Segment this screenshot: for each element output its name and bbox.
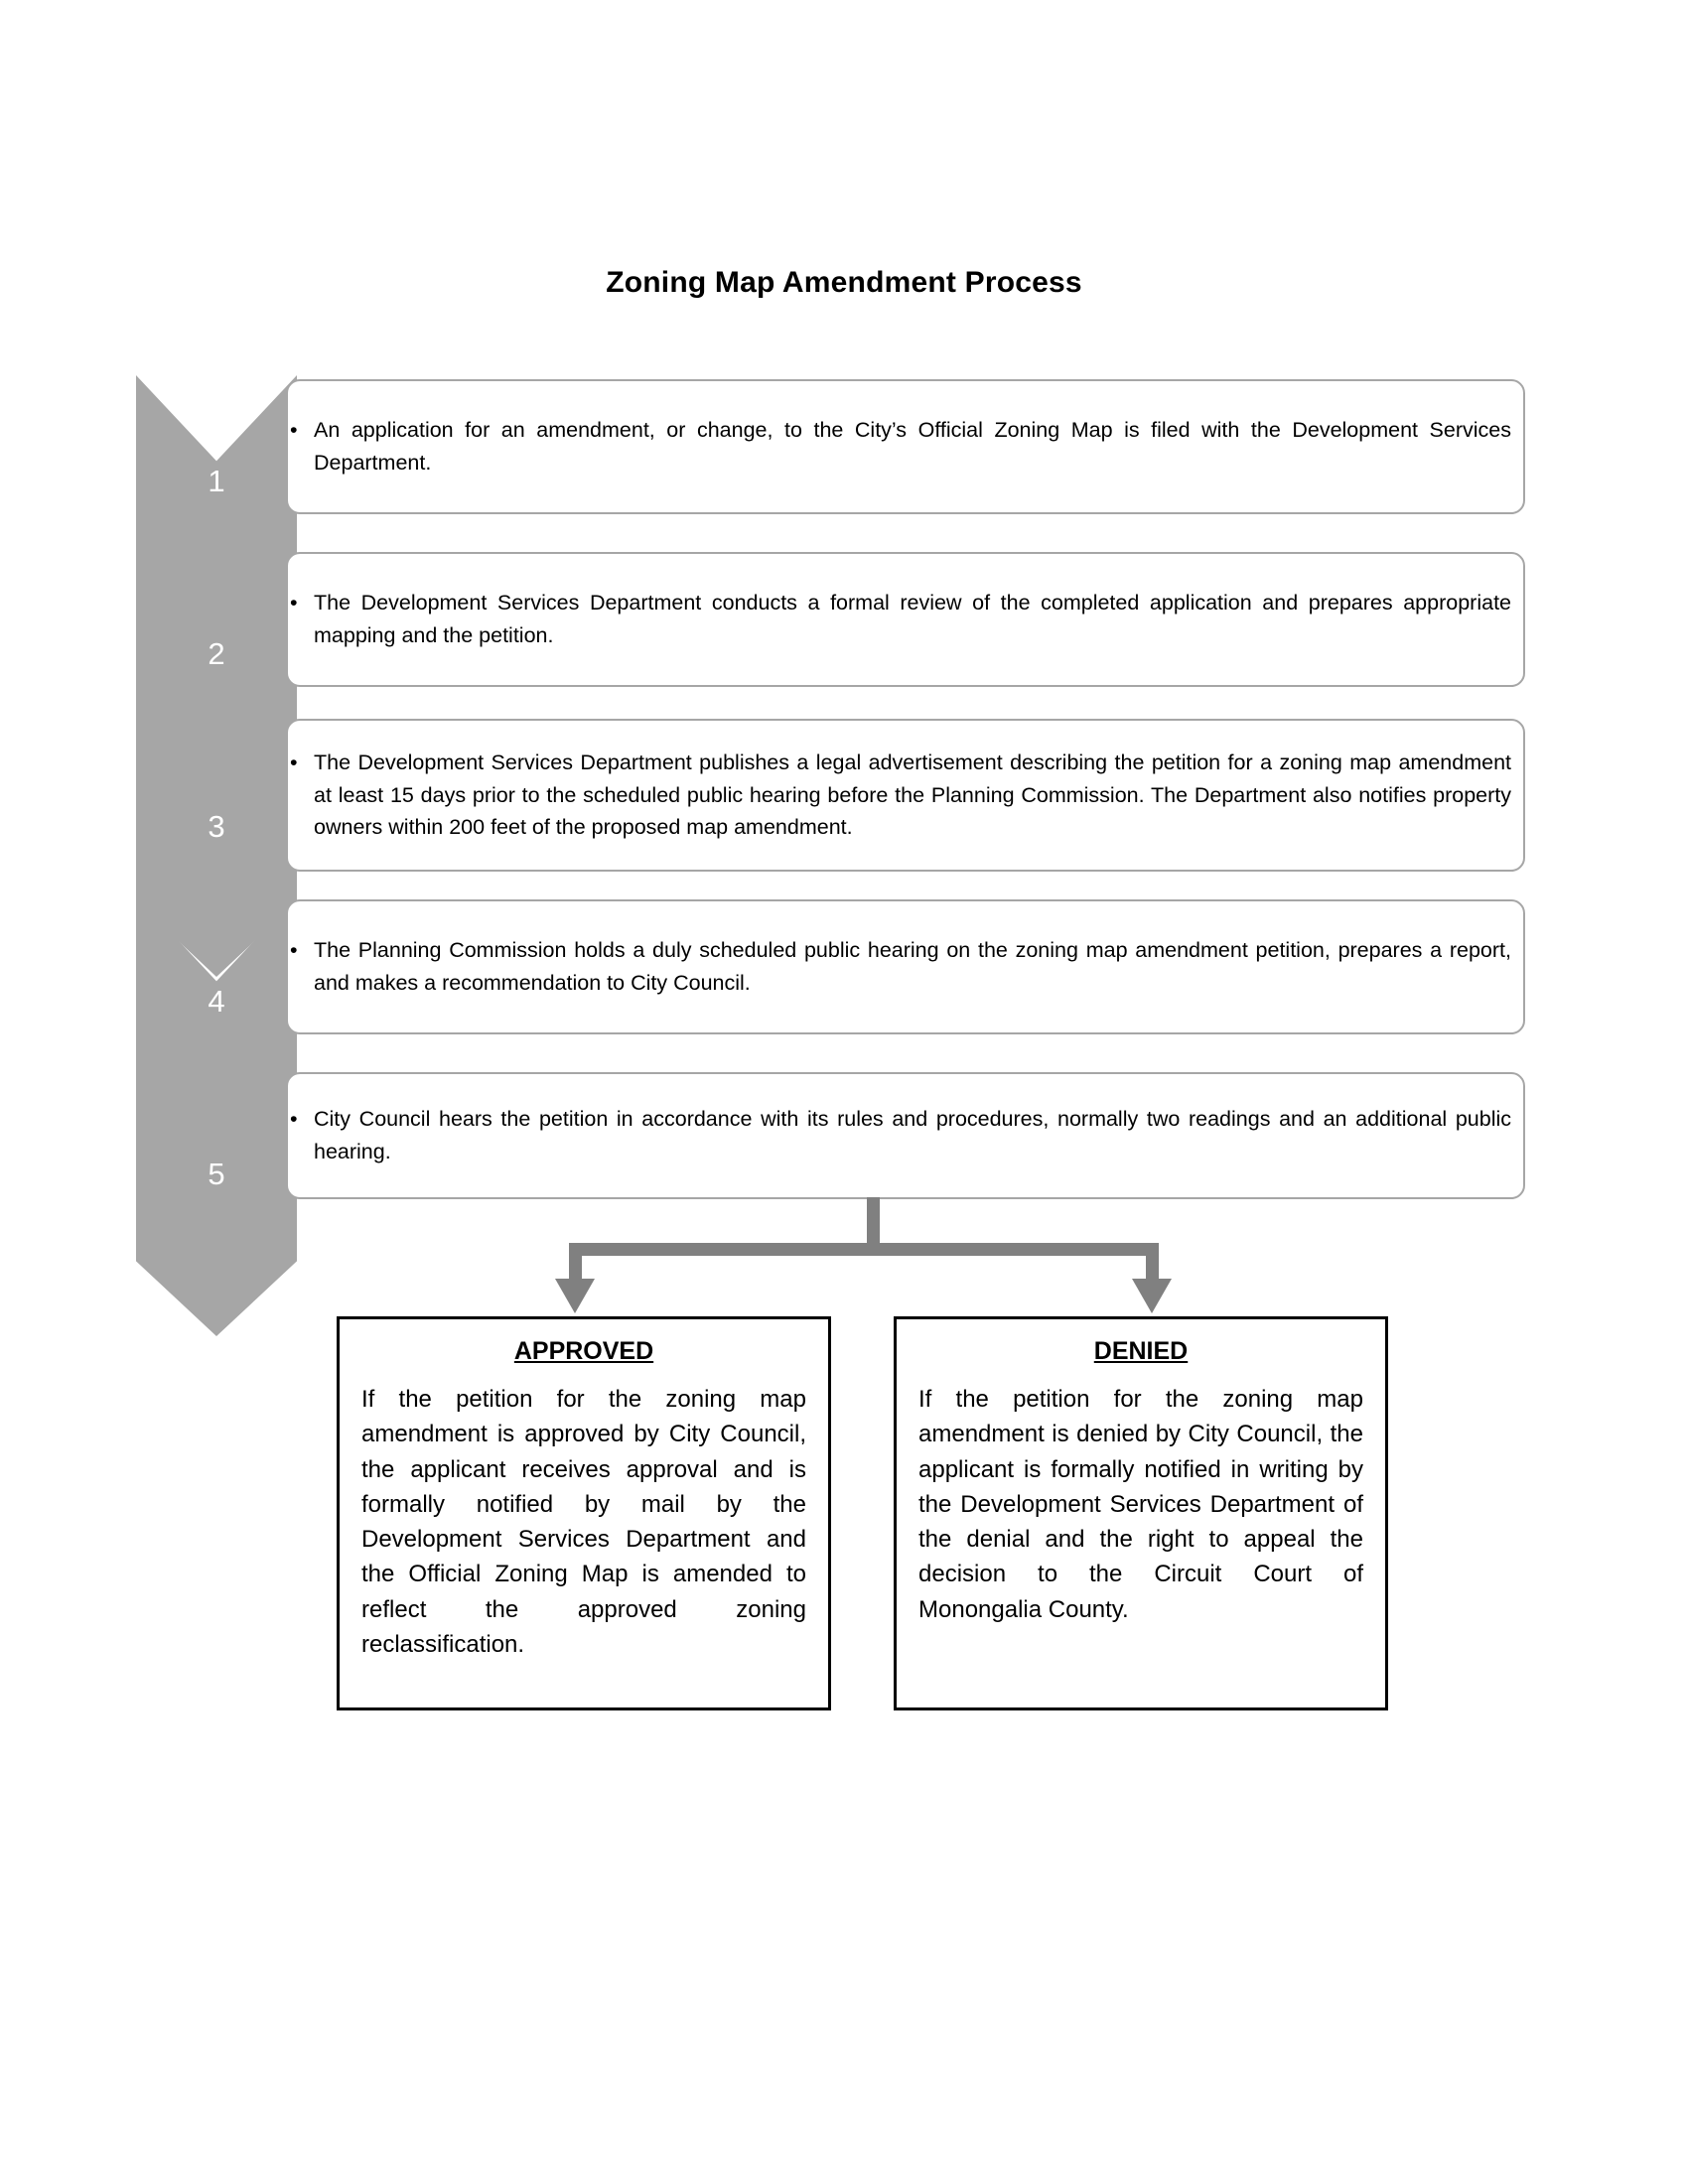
step-bullet-5: • (290, 1107, 298, 1132)
step-box-3: • The Development Services Department pu… (286, 719, 1525, 872)
step-box-4: • The Planning Commission holds a duly s… (286, 899, 1525, 1034)
outcome-box-approved: APPROVED If the petition for the zoning … (337, 1316, 831, 1710)
step-body-5: City Council hears the petition in accor… (314, 1107, 1511, 1163)
arrow-down-icon-denied (1132, 1279, 1172, 1313)
step-body-1: An application for an amendment, or chan… (314, 418, 1511, 475)
step-text-1: • An application for an amendment, or ch… (288, 414, 1523, 478)
connector-left-drop (569, 1243, 582, 1283)
outcome-body-approved: If the petition for the zoning map amend… (361, 1386, 806, 1658)
step-box-5: • City Council hears the petition in acc… (286, 1072, 1525, 1199)
outcome-title-denied: DENIED (1093, 1337, 1189, 1365)
step-text-5: • City Council hears the petition in acc… (288, 1103, 1523, 1167)
connector-right-drop (1146, 1243, 1159, 1283)
step-bullet-2: • (290, 591, 298, 615)
step-bullet-4: • (290, 938, 298, 963)
step-bullet-1: • (290, 418, 298, 443)
page-title: Zoning Map Amendment Process (606, 266, 1082, 299)
step-text-3: • The Development Services Department pu… (288, 747, 1523, 844)
step-text-4: • The Planning Commission holds a duly s… (288, 934, 1523, 999)
step-text-2: • The Development Services Department co… (288, 587, 1523, 651)
connector-stem (867, 1197, 880, 1249)
step-box-2: • The Development Services Department co… (286, 552, 1525, 687)
outcome-title-approved: APPROVED (513, 1337, 654, 1365)
outcome-box-denied: DENIED If the petition for the zoning ma… (894, 1316, 1388, 1710)
step-bullet-3: • (290, 750, 298, 774)
outcome-body-denied: If the petition for the zoning map amend… (918, 1386, 1363, 1623)
step-body-4: The Planning Commission holds a duly sch… (314, 938, 1511, 995)
step-body-3: The Development Services Department publ… (314, 750, 1511, 840)
connector-horizontal-bar (569, 1243, 1159, 1256)
step-body-2: The Development Services Department cond… (314, 591, 1511, 647)
step-box-1: • An application for an amendment, or ch… (286, 379, 1525, 514)
arrow-down-icon-approved (555, 1279, 595, 1313)
